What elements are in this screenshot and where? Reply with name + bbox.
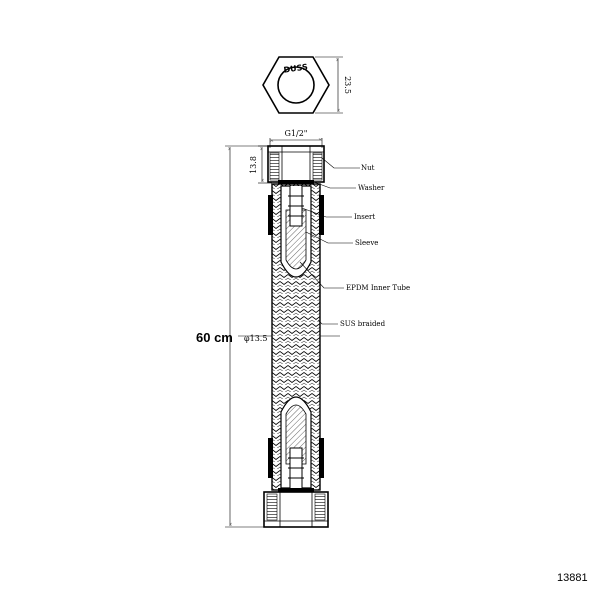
total-length-label: 60 cm <box>196 330 233 345</box>
hose-body <box>268 183 324 491</box>
label-insert: Insert <box>354 213 375 221</box>
hose-diameter-dimension: φ13.5 <box>238 334 340 343</box>
hose-diameter-label: φ13.5 <box>244 334 267 343</box>
label-nut: Nut <box>361 164 375 172</box>
washer <box>278 180 314 184</box>
lower-insert <box>288 447 304 488</box>
reference-number: 13881 <box>557 572 588 584</box>
brand-text: DUSS <box>283 62 309 74</box>
label-sleeve: Sleeve <box>355 239 378 247</box>
upper-insert <box>288 186 304 227</box>
hex-nut-bore <box>277 66 315 104</box>
nut-top-view: DUSS 23.5 <box>262 56 352 114</box>
total-length-dimension: 60 cm <box>196 145 270 528</box>
label-braiding: SUS braided <box>340 320 386 328</box>
part-callouts: Nut Washer Insert Sleeve EPDM Inner Tube… <box>299 157 410 328</box>
label-inner-tube: EPDM Inner Tube <box>346 284 410 292</box>
thread-size-label: G1/2" <box>285 129 308 138</box>
nut-height-label: 13.8 <box>249 156 258 174</box>
hex-nut-outline <box>262 56 330 114</box>
thread-dimension: G1/2" <box>269 129 323 148</box>
nut-width-dimension: 23.5 <box>343 76 352 94</box>
label-washer: Washer <box>358 184 385 192</box>
top-nut <box>267 145 325 184</box>
bottom-nut <box>263 488 329 528</box>
